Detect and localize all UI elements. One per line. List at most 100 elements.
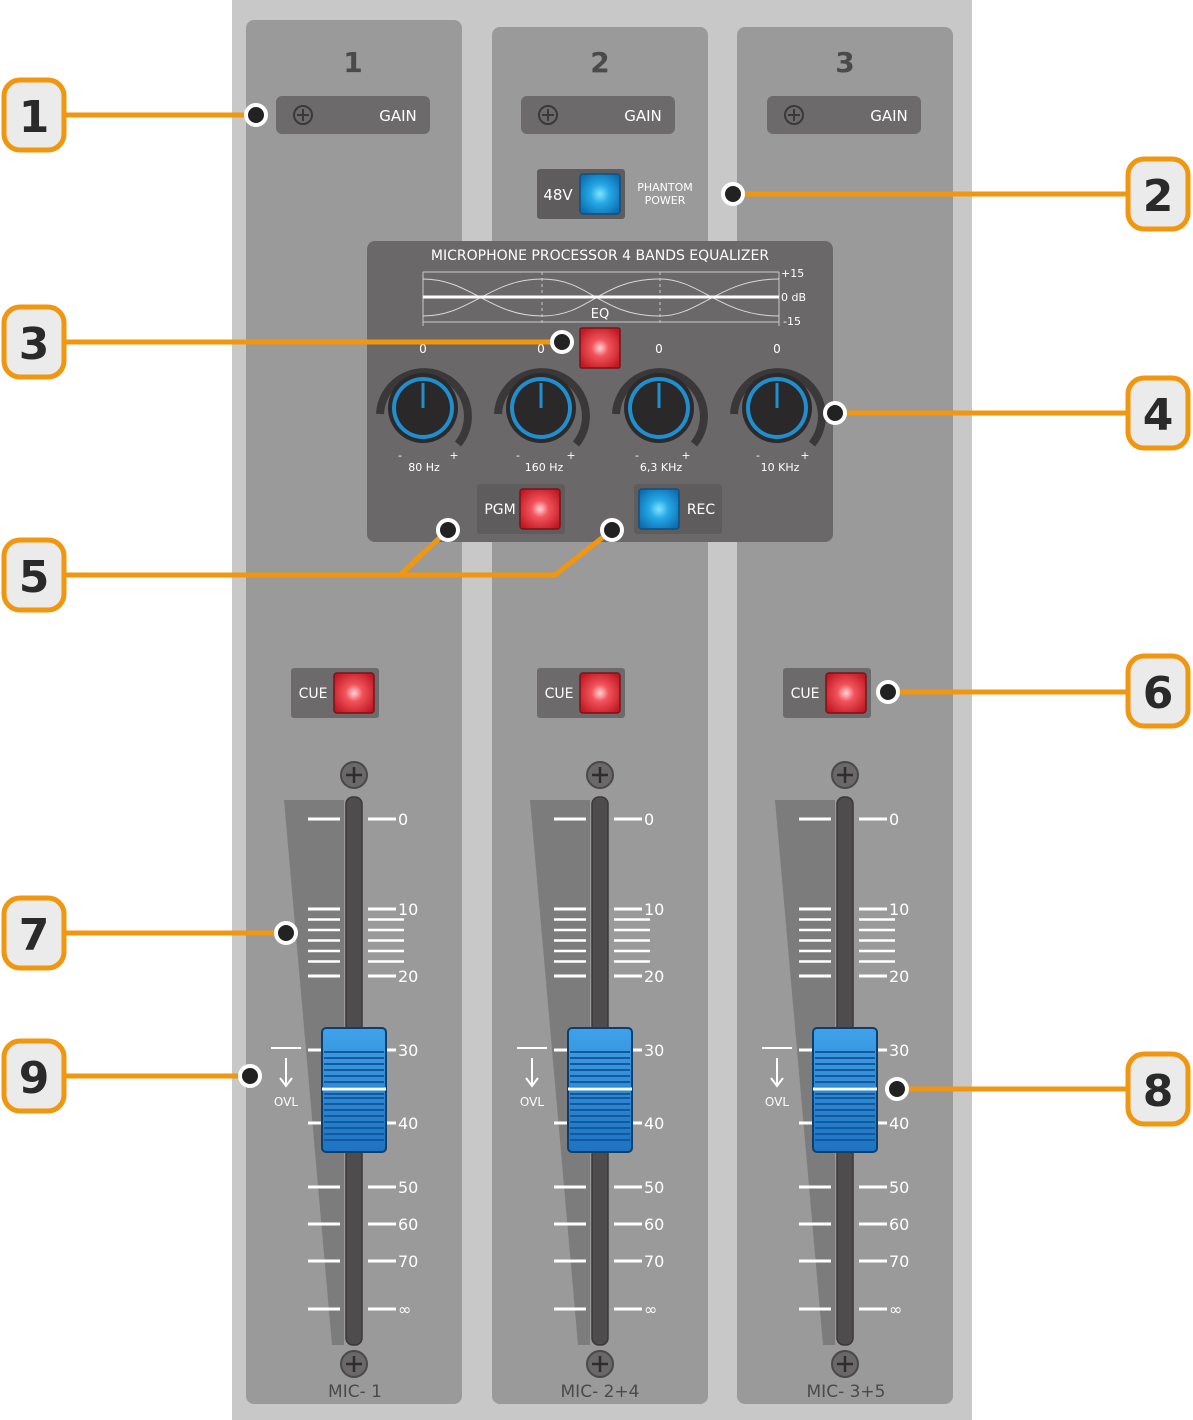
knob-zero-label: 0 bbox=[655, 342, 663, 356]
eq-scale-label: 0 dB bbox=[781, 291, 806, 304]
svg-text:CUE: CUE bbox=[299, 686, 328, 702]
knob-plus-label: + bbox=[800, 449, 809, 462]
scale-label: 0 bbox=[644, 810, 654, 829]
channel-name: MIC- 1 bbox=[328, 1382, 382, 1402]
callout-badge: 6 bbox=[1125, 653, 1191, 729]
callout-badge: 2 bbox=[1125, 156, 1191, 232]
channel-number: 1 bbox=[343, 46, 362, 79]
cue-button[interactable]: CUE bbox=[291, 668, 379, 718]
plus-screw-icon bbox=[340, 761, 368, 789]
ovl-label: OVL bbox=[274, 1095, 298, 1109]
eq-knob-6-3khz[interactable] bbox=[612, 368, 708, 447]
fader-section: 010203040506070∞OVL010203040506070∞OVL01… bbox=[271, 761, 909, 1378]
gain-control[interactable]: GAIN bbox=[767, 96, 921, 134]
scale-label: 30 bbox=[889, 1041, 909, 1060]
scale-label: ∞ bbox=[398, 1300, 411, 1319]
knob-zero-label: 0 bbox=[537, 342, 545, 356]
arrow-down-icon bbox=[525, 1058, 539, 1088]
scale-label: 10 bbox=[644, 900, 664, 919]
svg-text:4: 4 bbox=[1143, 390, 1174, 441]
channel-number: 2 bbox=[590, 46, 609, 79]
scale-label: 50 bbox=[644, 1178, 664, 1197]
eq-scale-label: -15 bbox=[783, 315, 801, 328]
arrow-down-icon bbox=[770, 1058, 784, 1088]
phantom-caption: POWER bbox=[645, 194, 686, 207]
knob-frequency-label: 160 Hz bbox=[525, 461, 564, 474]
knob-minus-label: - bbox=[398, 449, 402, 462]
scale-label: 40 bbox=[644, 1114, 664, 1133]
callout-badge: 4 bbox=[1125, 375, 1191, 451]
plus-screw-icon bbox=[586, 1350, 614, 1378]
knob-plus-label: + bbox=[449, 449, 458, 462]
led-red bbox=[579, 672, 621, 714]
plus-screw-icon bbox=[340, 1350, 368, 1378]
phantom-48v-button[interactable]: 48V bbox=[537, 169, 625, 219]
gain-label: GAIN bbox=[379, 107, 417, 125]
gain-control[interactable]: GAIN bbox=[276, 96, 430, 134]
eq-switch-button[interactable] bbox=[579, 327, 621, 369]
scale-label: 20 bbox=[889, 967, 909, 986]
fader-knob[interactable] bbox=[567, 1027, 633, 1153]
callout-badge: 9 bbox=[1, 1038, 67, 1114]
eq-scale-label: +15 bbox=[781, 267, 804, 280]
scale-label: 60 bbox=[398, 1215, 418, 1234]
svg-text:5: 5 bbox=[19, 552, 50, 603]
led-red bbox=[333, 672, 375, 714]
scale-label: 10 bbox=[889, 900, 909, 919]
scale-label: 60 bbox=[644, 1215, 664, 1234]
led-blue bbox=[638, 488, 680, 530]
knob-plus-label: + bbox=[566, 449, 575, 462]
svg-text:2: 2 bbox=[1143, 171, 1174, 222]
level-wedge bbox=[775, 800, 835, 1345]
plus-screw-icon bbox=[784, 105, 804, 125]
cue-button[interactable]: CUE bbox=[537, 668, 625, 718]
svg-text:9: 9 bbox=[19, 1053, 50, 1104]
scale-label: 30 bbox=[644, 1041, 664, 1060]
fader-knob[interactable] bbox=[812, 1027, 878, 1153]
svg-text:7: 7 bbox=[19, 910, 50, 961]
rec-button[interactable]: REC bbox=[634, 484, 722, 534]
gain-control[interactable]: GAIN bbox=[521, 96, 675, 134]
scale-label: 20 bbox=[398, 967, 418, 986]
eq-title: MICROPHONE PROCESSOR 4 BANDS EQUALIZER bbox=[431, 248, 769, 264]
scale-label: 40 bbox=[889, 1114, 909, 1133]
eq-knob-80hz[interactable] bbox=[376, 368, 472, 447]
callout-badge: 8 bbox=[1125, 1051, 1191, 1127]
eq-knob-10khz[interactable] bbox=[730, 368, 826, 447]
channel-name: MIC- 3+5 bbox=[807, 1382, 886, 1402]
knob-frequency-label: 80 Hz bbox=[408, 461, 440, 474]
scale-label: ∞ bbox=[644, 1300, 657, 1319]
phantom-caption: PHANTOM bbox=[637, 181, 693, 194]
level-wedge bbox=[284, 800, 344, 1345]
eq-panel bbox=[367, 241, 833, 542]
gain-label: GAIN bbox=[624, 107, 662, 125]
plus-screw-icon bbox=[538, 105, 558, 125]
eq-knob-160hz[interactable] bbox=[494, 368, 590, 447]
channel-number: 3 bbox=[835, 46, 854, 79]
arrow-down-icon bbox=[279, 1058, 293, 1088]
callout-leaders bbox=[66, 112, 1128, 1092]
led-red bbox=[825, 672, 867, 714]
plus-screw-icon bbox=[586, 761, 614, 789]
gain-label: GAIN bbox=[870, 107, 908, 125]
eq-switch-label: EQ bbox=[591, 307, 609, 322]
scale-label: 50 bbox=[398, 1178, 418, 1197]
svg-text:3: 3 bbox=[19, 319, 50, 370]
svg-text:PGM: PGM bbox=[484, 502, 515, 518]
knob-zero-label: 0 bbox=[419, 342, 427, 356]
svg-text:48V: 48V bbox=[543, 186, 573, 204]
knob-frequency-label: 6,3 KHz bbox=[640, 461, 682, 474]
scale-label: 10 bbox=[398, 900, 418, 919]
fader-knob[interactable] bbox=[321, 1027, 387, 1153]
callout-badge: 5 bbox=[1, 537, 67, 613]
svg-text:REC: REC bbox=[687, 502, 716, 518]
pgm-button[interactable]: PGM bbox=[477, 484, 565, 534]
callout-dots bbox=[238, 103, 909, 1101]
scale-label: ∞ bbox=[889, 1300, 902, 1319]
scale-label: 70 bbox=[644, 1252, 664, 1271]
cue-button[interactable]: CUE bbox=[783, 668, 871, 718]
scale-label: 0 bbox=[889, 810, 899, 829]
